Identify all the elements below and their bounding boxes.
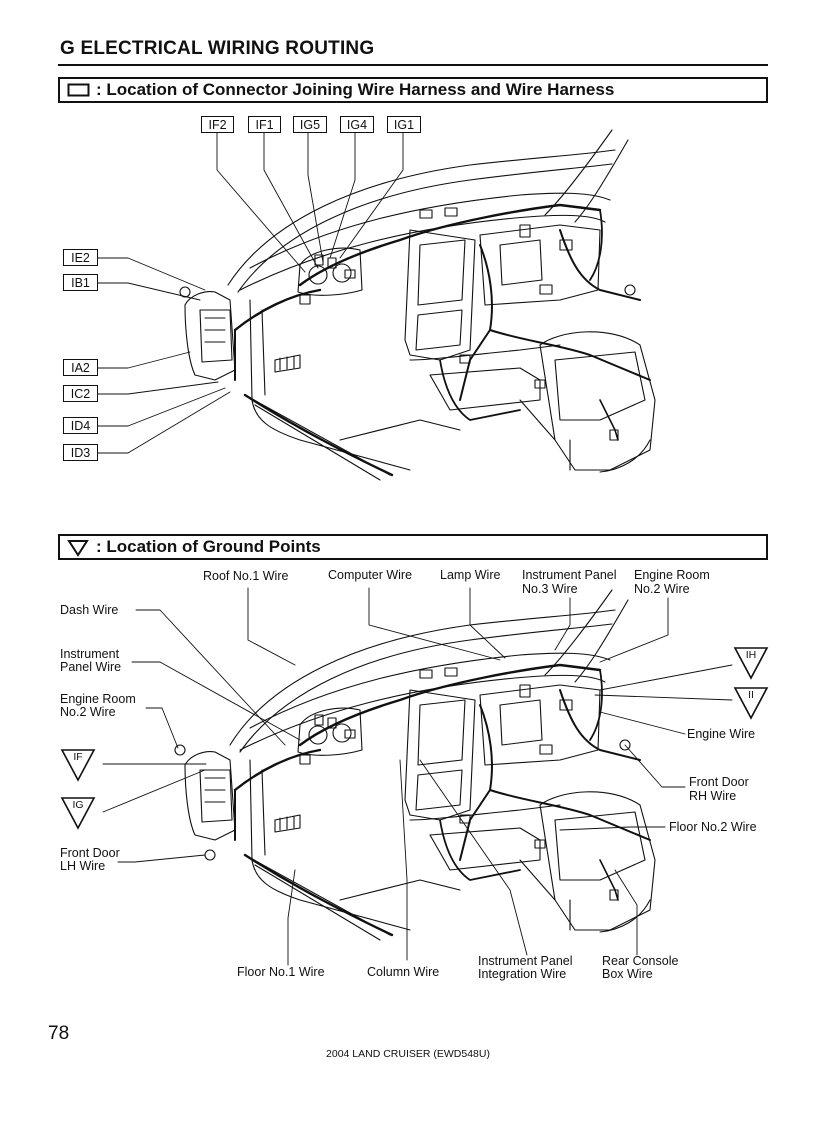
label-ip-no3-wire-line1: Instrument Panel [522, 568, 617, 582]
label-engine-room-no2-wire-line1: Engine Room [634, 568, 710, 582]
label-floor-no2-wire: Floor No.2 Wire [669, 820, 757, 834]
label-ip-integration-line1: Instrument Panel [478, 954, 573, 968]
connector-label-id4: ID4 [63, 417, 98, 434]
connector-label-ic2: IC2 [63, 385, 98, 402]
title-divider [58, 64, 768, 66]
label-rear-console-line1: Rear Console [602, 954, 679, 968]
label-ip-wire-line2: Panel Wire [60, 660, 122, 674]
label-engine-room-left-line2: No.2 Wire [60, 705, 116, 719]
connector-label-ib1: IB1 [63, 274, 98, 291]
wire-leader-lines-bottom [102, 587, 733, 966]
label-rear-console-line2: Box Wire [602, 967, 653, 981]
label-front-door-rh-line1: Front Door [689, 775, 749, 789]
ground-point-ih: IH [733, 646, 769, 680]
label-engine-room-left-line1: Engine Room [60, 692, 136, 706]
dashboard-illustration-bottom [174, 589, 656, 941]
connector-label-if1: IF1 [248, 116, 281, 133]
ground-point-if: IF [60, 748, 96, 782]
connector-label-ig1: IG1 [387, 116, 421, 133]
label-column-wire: Column Wire [367, 965, 440, 979]
connector-section-heading: : Location of Connector Joining Wire Har… [58, 77, 768, 103]
label-front-door-lh-line1: Front Door [60, 846, 120, 860]
page-footer: 2004 LAND CRUISER (EWD548U) [326, 1048, 490, 1060]
label-ip-wire-line1: Instrument [60, 647, 120, 661]
label-front-door-lh-line2: LH Wire [60, 859, 106, 873]
connector-label-if2: IF2 [201, 116, 234, 133]
ground-point-ig: IG [60, 796, 96, 830]
page-number: 78 [48, 1023, 70, 1044]
ground-section-heading: : Location of Ground Points [58, 534, 768, 560]
ground-section-title: : Location of Ground Points [96, 537, 321, 556]
label-front-door-rh-line2: RH Wire [689, 789, 737, 803]
ground-symbol-icon [67, 540, 89, 557]
connector-section-title: : Location of Connector Joining Wire Har… [96, 80, 615, 99]
page-title: G ELECTRICAL WIRING ROUTING [60, 38, 375, 59]
connector-label-ig4: IG4 [340, 116, 374, 133]
connector-label-ia2: IA2 [63, 359, 98, 376]
label-computer-wire: Computer Wire [328, 568, 413, 582]
label-engine-wire: Engine Wire [687, 727, 756, 741]
connector-label-ig5: IG5 [293, 116, 327, 133]
connector-label-ie2: IE2 [63, 249, 98, 266]
label-roof-no1-wire: Roof No.1 Wire [203, 569, 289, 583]
connector-symbol-icon [67, 83, 90, 97]
label-ip-integration-line2: Integration Wire [478, 967, 567, 981]
connector-label-id3: ID3 [63, 444, 98, 461]
label-floor-no1-wire: Floor No.1 Wire [237, 965, 325, 979]
label-lamp-wire: Lamp Wire [440, 568, 501, 582]
label-dash-wire: Dash Wire [60, 603, 119, 617]
connector-leader-lines-top [97, 132, 404, 454]
dashboard-illustration-top [179, 129, 656, 481]
ground-point-ii: II [733, 686, 769, 720]
label-engine-room-no2-wire-line2: No.2 Wire [634, 582, 690, 596]
label-ip-no3-wire-line2: No.3 Wire [522, 582, 578, 596]
